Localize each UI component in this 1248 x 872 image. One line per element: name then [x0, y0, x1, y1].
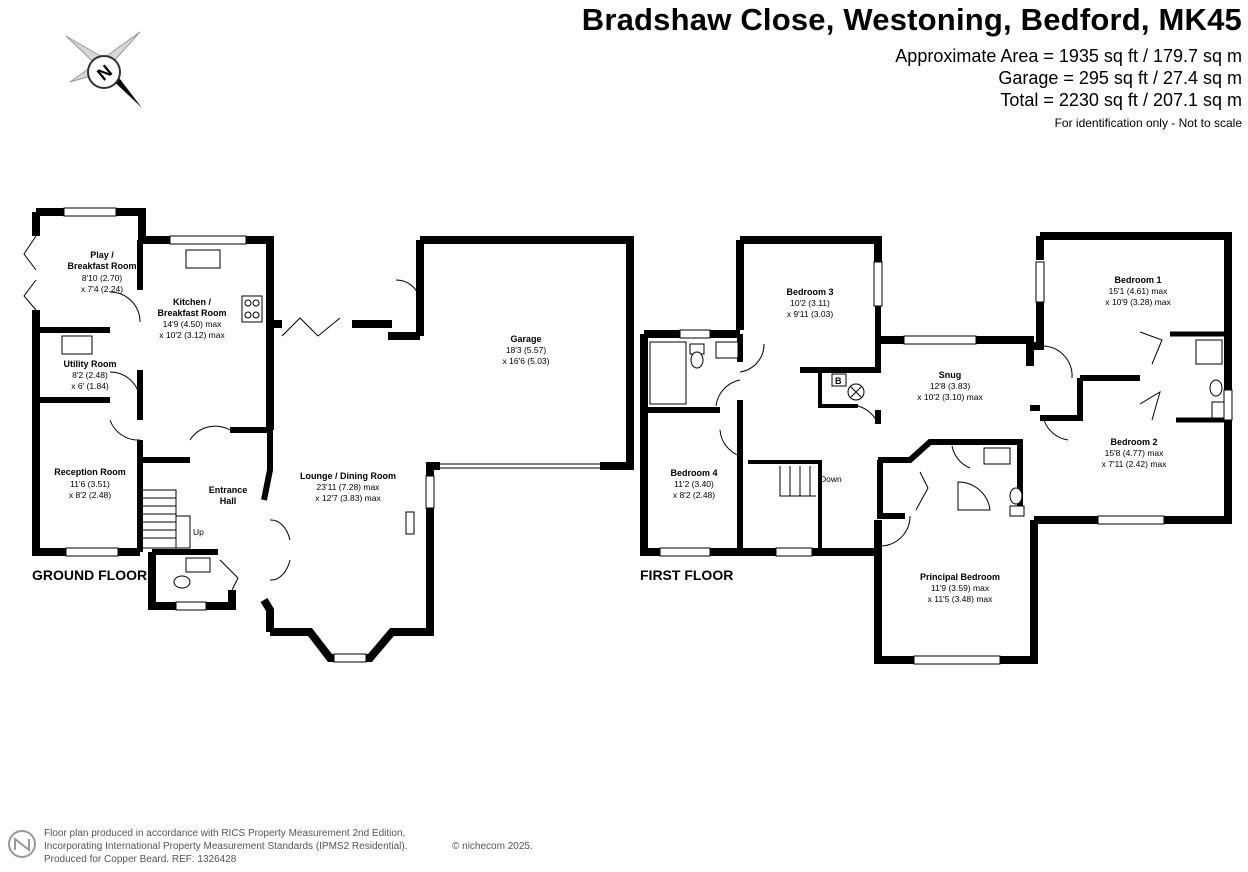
room-lounge-name: Lounge / Dining Room: [300, 471, 396, 481]
room-bedroom1-name: Bedroom 1: [1114, 275, 1161, 285]
room-play-name1: Play /: [90, 250, 114, 260]
room-kitchen-name1: Kitchen /: [173, 297, 212, 307]
room-bedroom1-dim1: 15'1 (4.61) max: [1109, 286, 1169, 296]
room-bedroom4-dim2: x 8'2 (2.48): [673, 490, 715, 500]
room-principal-dim1: 11'9 (3.59) max: [931, 583, 990, 593]
footer-line1: Floor plan produced in accordance with R…: [44, 828, 406, 839]
footer-line3: Produced for Copper Beard. REF: 1326428: [44, 854, 237, 865]
room-principal-name: Principal Bedroom: [920, 572, 1000, 582]
room-garage-dim2: x 16'6 (5.03): [503, 356, 550, 366]
room-play-dim1: 8'10 (2.70): [82, 273, 123, 283]
room-garage-name: Garage: [510, 334, 541, 344]
room-entrance-name2: Hall: [220, 496, 237, 506]
room-garage-dim1: 18'3 (5.57): [506, 345, 547, 355]
room-snug-dim1: 12'8 (3.83): [930, 381, 971, 391]
room-bedroom1-dim2: x 10'9 (3.28) max: [1105, 297, 1171, 307]
room-reception-name: Reception Room: [54, 467, 126, 477]
room-play-name2: Breakfast Room: [67, 261, 136, 271]
room-snug-name: Snug: [939, 370, 962, 380]
area-garage: Garage = 295 sq ft / 27.4 sq m: [998, 68, 1242, 88]
room-principal-dim2: x 11'5 (3.48) max: [928, 594, 994, 604]
stairs-down-label: Down: [820, 474, 842, 484]
room-play-dim2: x 7'4 (2.24): [81, 284, 123, 294]
room-bedroom4-name: Bedroom 4: [670, 468, 717, 478]
room-reception-dim1: 11'6 (3.51): [70, 479, 110, 489]
disclaimer: For identification only - Not to scale: [1054, 116, 1242, 130]
room-kitchen-name2: Breakfast Room: [157, 308, 226, 318]
room-lounge-dim1: 23'11 (7.28) max: [317, 482, 381, 492]
nichecom-logo-icon: [8, 830, 36, 858]
area-approximate: Approximate Area = 1935 sq ft / 179.7 sq…: [895, 46, 1242, 66]
room-entrance-name1: Entrance: [209, 485, 248, 495]
room-bedroom3-name: Bedroom 3: [786, 287, 833, 297]
room-bedroom2-dim2: x 7'11 (2.42) max: [1102, 459, 1168, 469]
compass-icon: N: [65, 31, 142, 108]
footer-copyright: © nichecom 2025.: [452, 841, 533, 852]
room-bedroom2-dim1: 15'8 (4.77) max: [1105, 448, 1165, 458]
room-bedroom2-name: Bedroom 2: [1110, 437, 1157, 447]
room-bedroom3-dim2: x 9'11 (3.03): [787, 309, 834, 319]
room-kitchen-dim2: x 10'2 (3.12) max: [159, 330, 225, 340]
boiler-label: B: [835, 376, 842, 386]
stairs-up-label: Up: [193, 527, 204, 537]
page-title: Bradshaw Close, Westoning, Bedford, MK45: [581, 2, 1242, 37]
footer-line2: Incorporating International Property Mea…: [44, 841, 408, 852]
room-snug-dim2: x 10'2 (3.10) max: [917, 392, 983, 402]
ground-floor-label: GROUND FLOOR: [32, 567, 147, 583]
room-utility-dim1: 8'2 (2.48): [72, 370, 108, 380]
room-kitchen-dim1: 14'9 (4.50) max: [163, 319, 223, 329]
room-reception-dim2: x 8'2 (2.48): [69, 490, 111, 500]
room-bedroom4-dim1: 11'2 (3.40): [674, 479, 714, 489]
first-floor-label: FIRST FLOOR: [640, 567, 733, 583]
room-utility-dim2: x 6' (1.84): [71, 381, 109, 391]
room-bedroom3-dim1: 10'2 (3.11): [790, 298, 830, 308]
area-total: Total = 2230 sq ft / 207.1 sq m: [1000, 90, 1242, 110]
room-lounge-dim2: x 12'7 (3.83) max: [315, 493, 381, 503]
room-utility-name: Utility Room: [64, 359, 117, 369]
